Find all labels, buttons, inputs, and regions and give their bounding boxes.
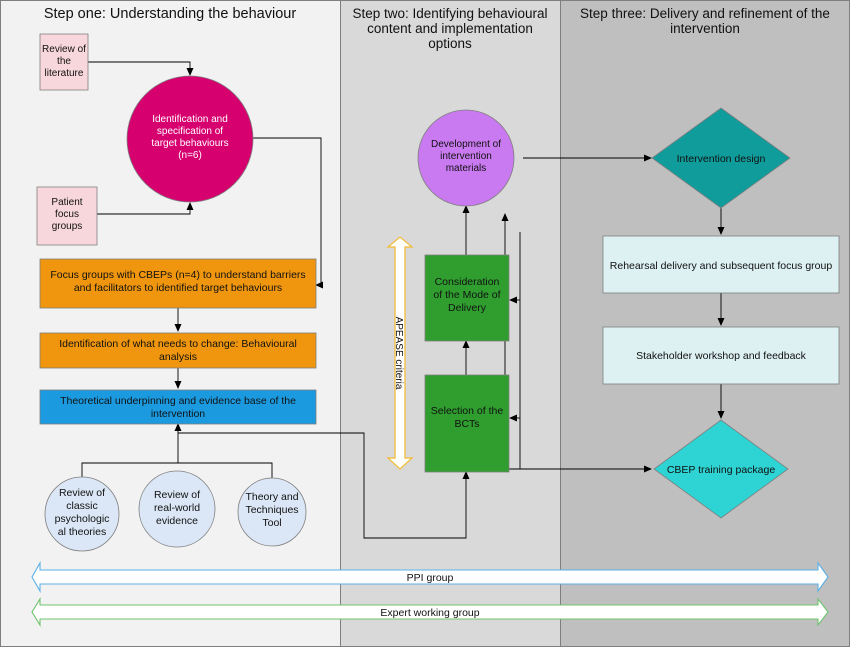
development-materials-label-line: Development of — [431, 139, 501, 150]
classic-theories-label-line: Review of — [59, 487, 105, 499]
target-behaviours-label-line: target behaviours — [151, 138, 228, 149]
theoretical-underpinning-label-line: Theoretical underpinning and evidence ba… — [60, 395, 296, 407]
intervention-design-label: Intervention design — [677, 153, 766, 165]
rehearsal-delivery-label-line: Rehearsal delivery and subsequent focus … — [610, 260, 833, 272]
theoretical-underpinning-box — [39, 389, 317, 425]
stakeholder-workshop-box — [602, 326, 840, 385]
apease-label-line: APEASE criteria — [393, 317, 404, 390]
arrow-target-to-focus — [252, 137, 323, 289]
cbep-training-package-diamond — [653, 419, 789, 519]
focus-groups-cbeps-label: Focus groups with CBEPs (n=4) to underst… — [50, 269, 305, 294]
rehearsal-delivery-box — [602, 235, 840, 294]
classic-theories-label-line: psychologic — [55, 513, 110, 525]
development-materials-label-line: intervention — [440, 151, 492, 162]
target-behaviours-label-line: Identification and — [152, 114, 228, 125]
intervention-design-label-line: Intervention design — [677, 153, 766, 165]
patient-focus-groups-label-line: groups — [52, 221, 83, 232]
theoretical-underpinning-label-line: intervention — [151, 408, 205, 420]
theory-techniques-tool-circle — [237, 477, 307, 547]
focus-groups-cbeps-label-line: and facilitators to identified target be… — [74, 282, 282, 294]
review-literature-label-line: Review of — [42, 44, 86, 55]
real-world-evidence-label-line: evidence — [156, 515, 198, 527]
cbep-training-package-label-line: CBEP training package — [667, 464, 776, 476]
classic-theories-circle — [44, 476, 120, 552]
theory-techniques-tool-label-line: Theory and — [245, 491, 298, 503]
classic-theories-label-line: classic — [66, 500, 98, 512]
connectors — [81, 61, 725, 539]
review-literature-label-line: the — [57, 56, 71, 67]
expert-working-group-label: Expert working group — [380, 607, 479, 619]
mode-of-delivery-box — [424, 254, 510, 342]
identification-label-line: Identification of what needs to change: … — [59, 338, 297, 350]
target-behaviours-circle — [126, 75, 254, 203]
identification-box — [39, 332, 317, 369]
real-world-evidence-label-line: Review of — [154, 489, 200, 501]
selection-bcts-label-line: BCTs — [454, 418, 479, 430]
arrow-literature-to-target — [88, 61, 194, 76]
apease-double-arrow — [386, 236, 414, 470]
expert-working-group-label-line: Expert working group — [380, 607, 479, 619]
cbep-training-package-label: CBEP training package — [667, 464, 776, 476]
arrow-circles-to-theoretical — [81, 424, 273, 478]
selection-bcts-box — [424, 374, 510, 473]
rehearsal-delivery-label: Rehearsal delivery and subsequent focus … — [610, 260, 833, 272]
focus-groups-cbeps-box — [39, 258, 317, 309]
identification-label-line: analysis — [159, 351, 197, 363]
theory-techniques-tool-label-line: Tool — [262, 517, 281, 529]
ppi-group-label: PPI group — [407, 572, 454, 584]
theoretical-underpinning-label: Theoretical underpinning and evidence ba… — [60, 395, 296, 420]
ppi-group-label-line: PPI group — [407, 572, 454, 584]
theory-techniques-tool-label-line: Techniques — [245, 504, 298, 516]
step-two-header-line: content and implementation — [367, 21, 533, 36]
review-literature-box — [39, 33, 89, 91]
step-one-header: Step one: Understanding the behaviour — [44, 6, 296, 22]
selection-bcts-label-line: Selection of the — [431, 405, 504, 417]
mode-of-delivery-label-line: of the Mode of — [433, 289, 500, 301]
intervention-design-diamond — [651, 107, 791, 209]
real-world-evidence-label-line: real-world — [154, 502, 200, 514]
patient-focus-groups-box — [36, 186, 98, 246]
expert-working-group-arrow — [31, 597, 829, 627]
step-three-header-line: Step three: Delivery and refinement of t… — [580, 6, 830, 21]
step-two-header-line: Step two: Identifying behavioural — [352, 6, 547, 21]
stakeholder-workshop-label: Stakeholder workshop and feedback — [636, 350, 807, 362]
step-two-header-line: options — [428, 36, 472, 51]
patient-focus-groups-label-line: focus — [55, 209, 79, 220]
mode-of-delivery-label-line: Delivery — [448, 302, 487, 314]
target-behaviours-label-line: (n=6) — [178, 150, 202, 161]
development-materials-circle — [417, 109, 515, 207]
step-three-header: Step three: Delivery and refinement of t… — [580, 6, 830, 36]
step-three-header-line: intervention — [670, 21, 740, 36]
development-materials-label-line: materials — [446, 163, 487, 174]
arrow-theoretical-to-bcts — [178, 432, 470, 539]
stakeholder-workshop-label-line: Stakeholder workshop and feedback — [636, 350, 807, 362]
focus-groups-cbeps-label-line: Focus groups with CBEPs (n=4) to underst… — [50, 269, 305, 281]
apease-label: APEASE criteria — [393, 317, 404, 390]
patient-focus-groups-label-line: Patient — [51, 197, 82, 208]
step-one-header-line: Step one: Understanding the behaviour — [44, 6, 296, 22]
classic-theories-label-line: al theories — [58, 526, 106, 538]
identification-label: Identification of what needs to change: … — [59, 338, 297, 363]
arrow-feedback-to-package — [519, 232, 652, 473]
mode-of-delivery-label-line: Consideration — [435, 276, 500, 288]
review-literature-label-line: literature — [45, 68, 84, 79]
ppi-group-arrow — [31, 560, 829, 594]
real-world-evidence-circle — [138, 470, 216, 548]
column-step-three-bg — [560, 0, 850, 647]
arrow-patient-to-target — [97, 202, 194, 215]
target-behaviours-label-line: specification of — [157, 126, 223, 137]
